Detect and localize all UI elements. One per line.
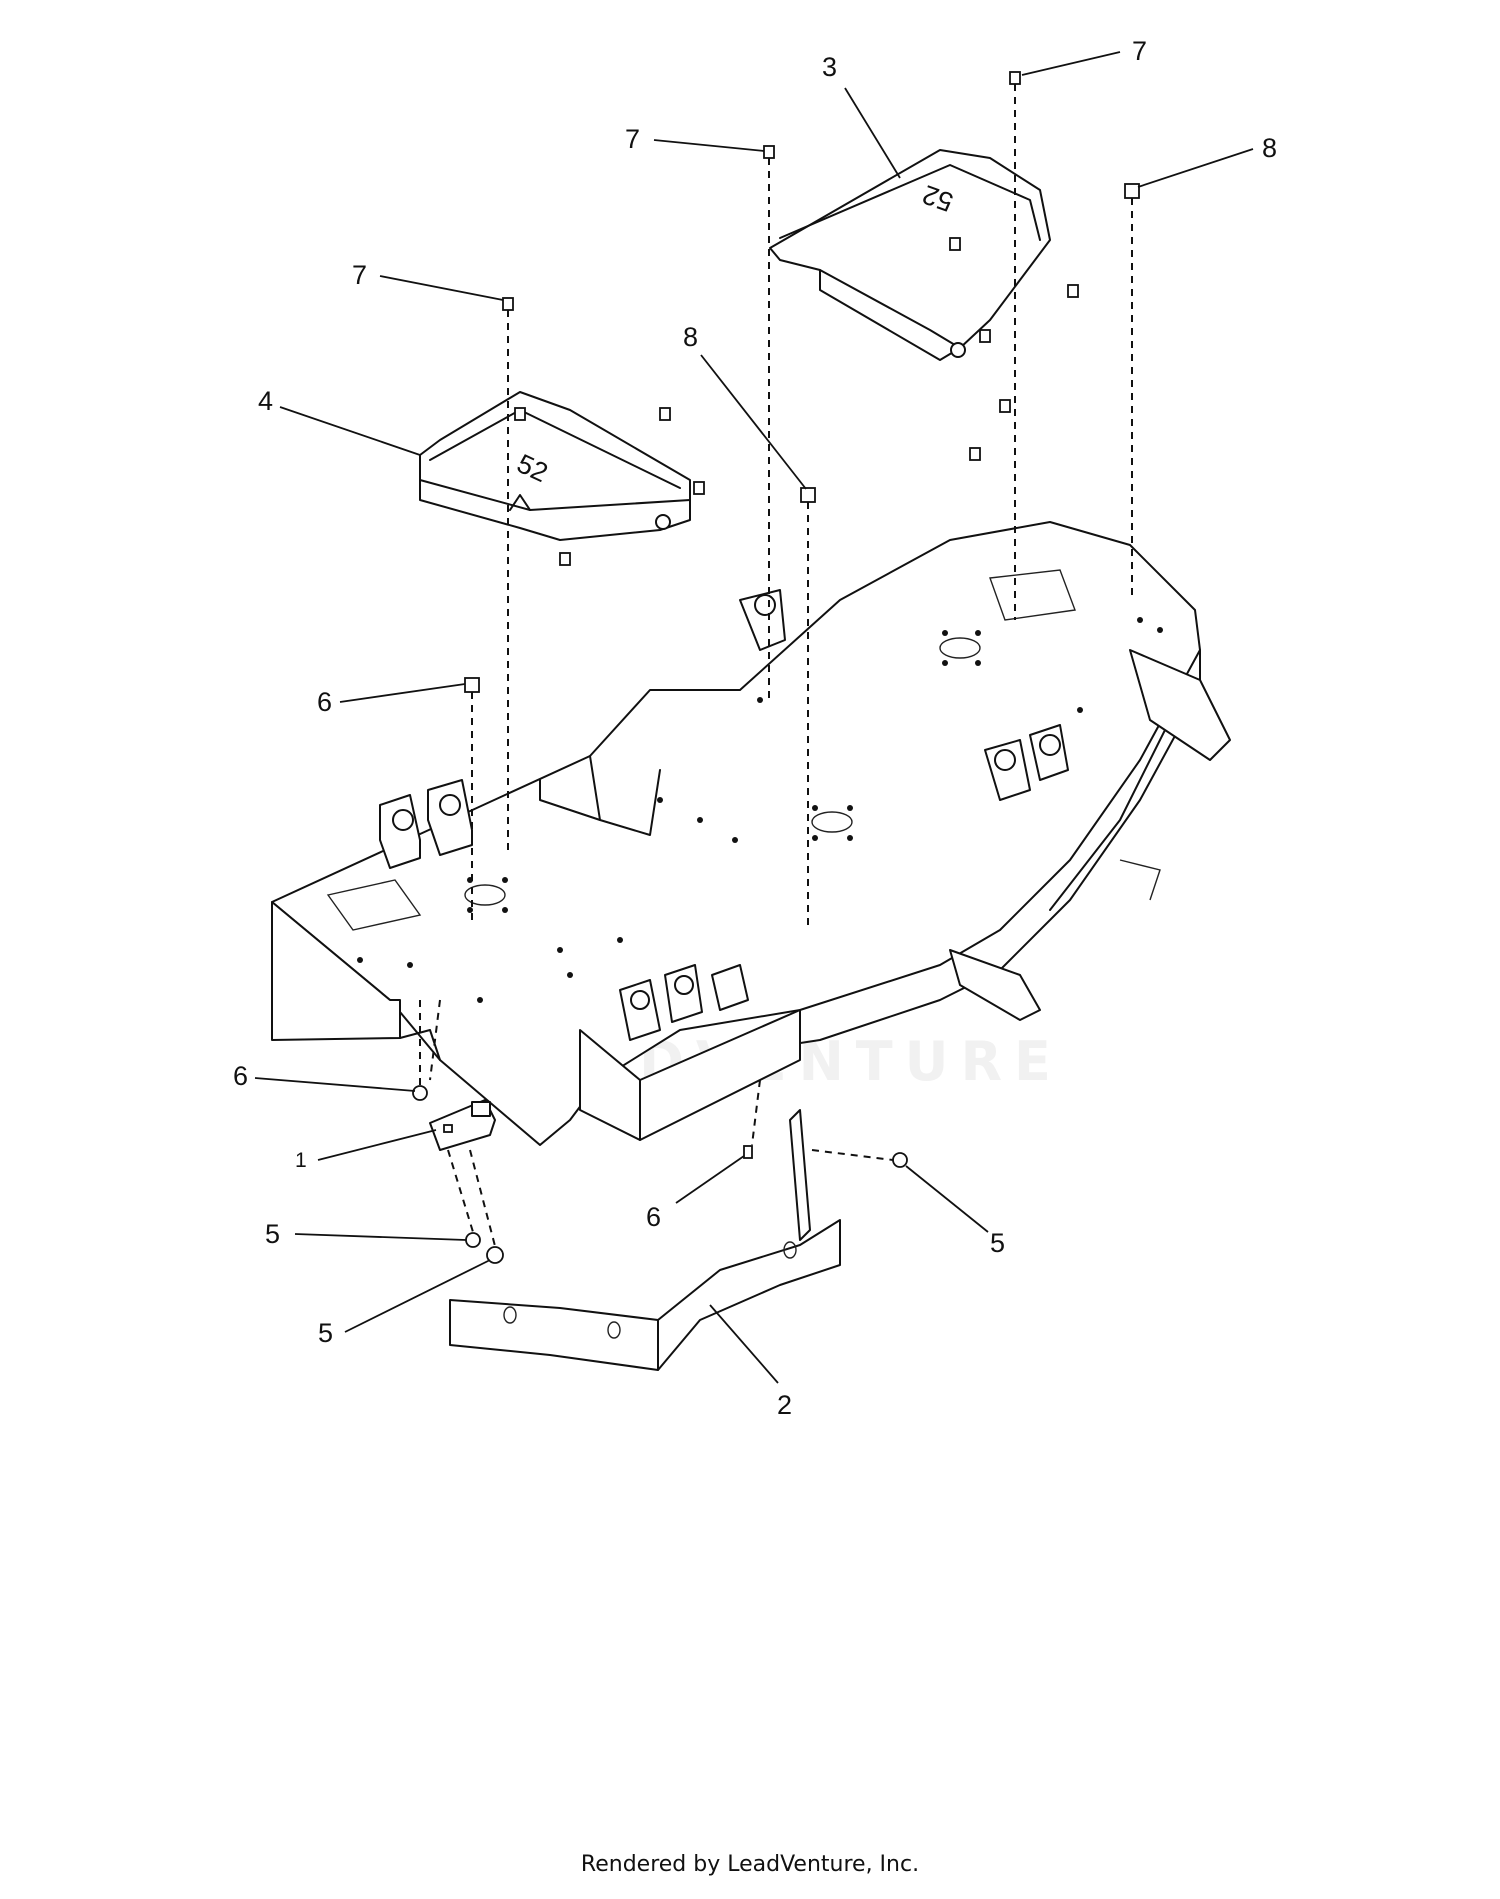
callout-8-middle: 8: [683, 322, 698, 352]
callout-5-lower: 5: [318, 1318, 333, 1348]
callout-7-left: 7: [352, 260, 367, 290]
callout-5-right: 5: [990, 1228, 1005, 1258]
lift-brackets: [379, 589, 1069, 1041]
belt-cover-left: 52: [419, 391, 691, 541]
callout-8-right: 8: [1262, 133, 1277, 163]
callout-6-lower-right: 6: [646, 1202, 661, 1232]
callout-2: 2: [777, 1390, 792, 1420]
callout-6-lower-left: 6: [233, 1061, 248, 1091]
callout-1: 1: [295, 1149, 307, 1172]
footer-credit: Rendered by LeadVenture, Inc.: [580, 1852, 920, 1877]
callout-4: 4: [258, 386, 273, 416]
callout-7-top: 7: [1132, 36, 1147, 66]
callout-6-upper: 6: [317, 687, 332, 717]
callout-5-left: 5: [265, 1219, 280, 1249]
deflector-bracket: [429, 1099, 496, 1151]
deflector: [449, 1109, 841, 1371]
callout-7-middle: 7: [625, 124, 640, 154]
callouts: 7 7 7 8 8 3 4 6 6 1 5 5 6 5 2: [233, 36, 1277, 1420]
leader-lines: [254, 51, 1254, 1384]
belt-cover-right: 52: [769, 149, 1051, 361]
mower-deck: [271, 521, 1231, 1146]
assembly-lines: [419, 84, 1133, 1247]
callout-3: 3: [822, 52, 837, 82]
